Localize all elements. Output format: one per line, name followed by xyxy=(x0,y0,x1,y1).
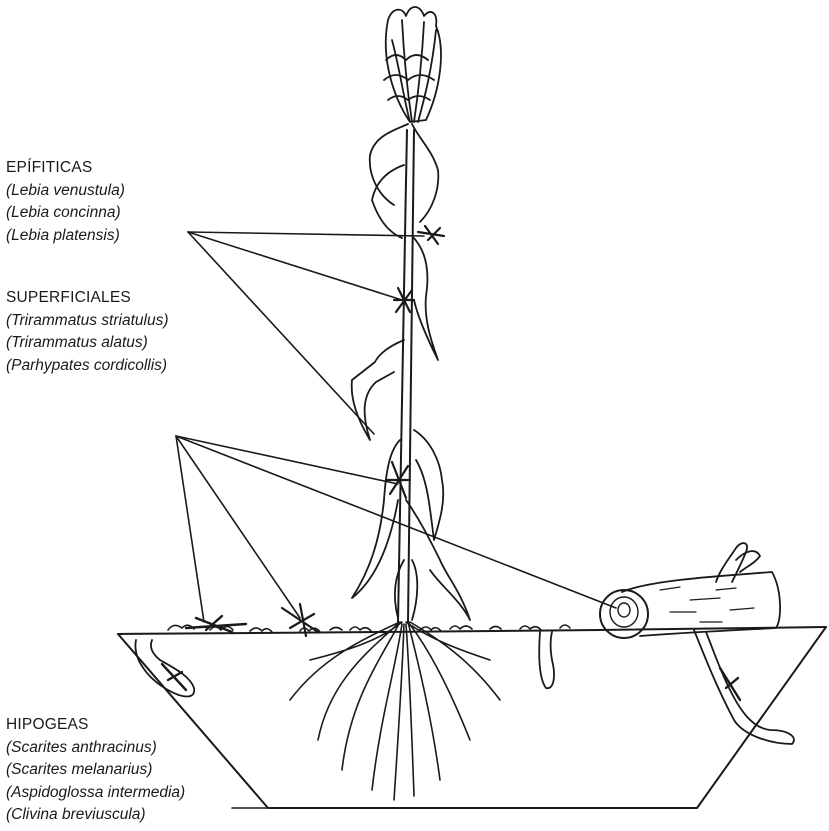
group-title: SUPERFICIALES xyxy=(6,287,168,310)
species-label: (Scarites anthracinus) xyxy=(6,737,185,760)
group-superficiales: SUPERFICIALES (Trirammatus striatulus) (… xyxy=(6,287,168,377)
species-label: (Parhypates cordicollis) xyxy=(6,355,168,378)
leader-line-epifiticas xyxy=(188,232,424,236)
species-label: (Scarites melanarius) xyxy=(6,759,185,782)
plant-stem-right xyxy=(408,130,414,622)
plant-stem-left xyxy=(398,130,407,622)
plant-roots xyxy=(290,622,500,800)
leaf xyxy=(414,430,443,540)
species-label: (Aspidoglossa intermedia) xyxy=(6,782,185,805)
plant-tassel xyxy=(384,7,441,122)
beetle-superficial xyxy=(386,462,410,498)
leader-line-superficiales xyxy=(176,436,204,622)
leaf xyxy=(352,340,404,440)
leader-line-superficiales xyxy=(176,436,398,484)
species-label: (Lebia platensis) xyxy=(6,225,125,248)
burrow-right xyxy=(694,630,794,744)
leader-line-superficiales xyxy=(176,436,300,618)
species-label: (Clivina breviuscula) xyxy=(6,804,185,827)
log-ring xyxy=(610,597,638,627)
log-ring xyxy=(618,603,630,617)
beetle-hipogea xyxy=(720,668,740,700)
burrow-center xyxy=(539,632,554,688)
beetle-epifitica xyxy=(418,226,444,244)
species-label: (Lebia concinna) xyxy=(6,202,125,225)
species-label: (Trirammatus alatus) xyxy=(6,332,168,355)
group-title: HIPOGEAS xyxy=(6,714,185,737)
group-title: EPÍFITICAS xyxy=(6,157,125,180)
beetle-superficial xyxy=(186,616,246,632)
leaf xyxy=(412,236,438,360)
species-label: (Trirammatus striatulus) xyxy=(6,310,168,333)
upper-leaf-sheath xyxy=(370,124,439,222)
group-hipogeas: HIPOGEAS (Scarites anthracinus) (Scarite… xyxy=(6,714,185,827)
species-label: (Lebia venustula) xyxy=(6,180,125,203)
log-bark xyxy=(660,587,754,622)
group-epifiticas: EPÍFITICAS (Lebia venustula) (Lebia conc… xyxy=(6,157,125,247)
